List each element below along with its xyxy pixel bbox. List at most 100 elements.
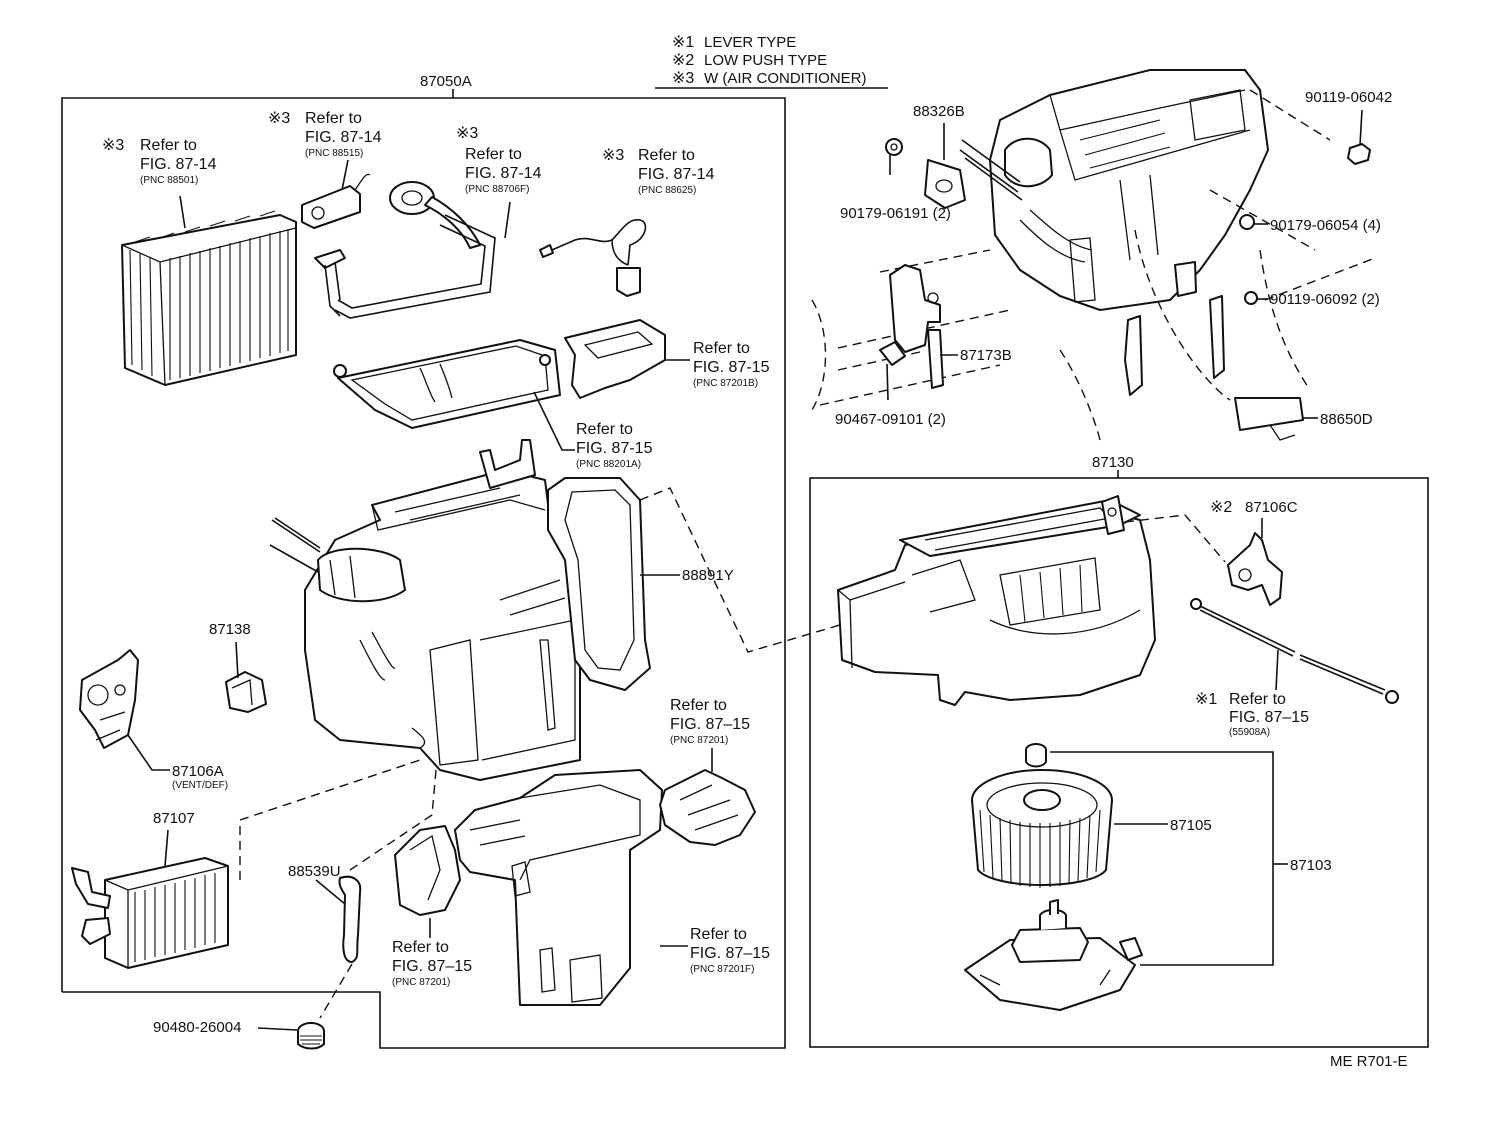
legend-mark-2: ※2 [672,52,694,69]
part-90480-26004: 90480-26004 [153,1019,241,1036]
callout-lower-case: Refer to FIG. 87-15 (PNC 88201A) [576,421,653,470]
callout-evaporator-fig: FIG. 87-14 [140,156,217,173]
top-cover-drawing [564,319,690,399]
legend-text-3: W (AIR CONDITIONER) [704,70,867,87]
heater-core-drawing [71,829,229,969]
legend-text-2: LOW PUSH TYPE [704,52,827,69]
callout-tube: ※3 Refer to FIG. 87-14 (PNC 88706F) [456,125,542,195]
callout-duct-left-refer: Refer to [392,939,449,956]
blower-unit-number: 87130 [1092,454,1134,471]
callout-duct-left: Refer to FIG. 87–15 (PNC 87201) [392,939,472,988]
fasteners-drawing [879,109,1371,441]
callout-duct-bottom-refer: Refer to [690,926,747,943]
callout-lower-case-pnc: (PNC 88201A) [576,459,641,470]
part-88891Y: 88891Y [682,567,734,584]
part-90467-09101: 90467-09101 (2) [835,411,946,428]
blower-unit-frame: 87130 [809,454,1429,1048]
callout-cable-fig: FIG. 87–15 [1229,709,1309,726]
expansion-valve-drawing [301,159,371,229]
callout-top-cover: Refer to FIG. 87-15 (PNC 87201B) [693,340,770,389]
control-cable-drawing [1190,598,1399,704]
callout-evaporator-pnc: (PNC 88501) [140,175,198,186]
part-88326B: 88326B [913,103,965,120]
callout-thermistor-mark: ※3 [602,147,624,164]
callout-tube-refer: Refer to [465,146,522,163]
callout-duct-bottom-pnc: (PNC 87201F) [690,964,754,975]
part-90119-06042: 90119-06042 [1305,89,1392,106]
dash-heater-core [239,759,421,880]
part-90179-06054: 90179-06054 (4) [1270,217,1381,234]
seal-88891Y-drawing [547,477,841,691]
dash-88539U [349,769,437,871]
callout-top-cover-refer: Refer to [693,340,750,357]
plug-90480-drawing [297,1022,325,1050]
part-87138: 87138 [209,621,251,638]
part-87138-drawing [225,671,267,713]
part-87106A-drawing [79,649,170,771]
part-88650D: 88650D [1320,411,1373,428]
callout-cable-refer: Refer to [1229,691,1286,708]
duct-right-drawing [659,748,756,846]
dash-90480 [319,963,353,1019]
part-87106C-mark: ※2 [1210,499,1232,516]
part-87106C-drawing [1227,518,1283,606]
callout-thermistor-refer: Refer to [638,147,695,164]
callout-duct-bottom: Refer to FIG. 87–15 (PNC 87201F) [690,926,770,975]
callout-tube-pnc: (PNC 88706F) [465,184,529,195]
callout-duct-right-fig: FIG. 87–15 [670,716,750,733]
callout-tube-fig: FIG. 87-14 [465,165,542,182]
part-87106A-note: (VENT/DEF) [172,780,228,791]
part-87106A: 87106A [172,763,224,780]
bracket-87103 [1050,751,1288,966]
heater-case-drawing [269,439,581,781]
legend-mark-3: ※3 [672,70,694,87]
legend: ※1 LEVER TYPE ※2 LOW PUSH TYPE ※3 W (AIR… [655,34,888,89]
part-87103: 87103 [1290,857,1332,874]
callout-exp-valve-mark: ※3 [268,110,290,127]
callout-thermistor: ※3 Refer to FIG. 87-14 (PNC 88625) [602,147,715,196]
callout-thermistor-fig: FIG. 87-14 [638,166,715,183]
callout-thermistor-pnc: (PNC 88625) [638,185,696,196]
blower-motor-drawing [964,899,1143,1011]
thermistor-drawing [539,219,647,297]
duct-left-drawing [394,825,461,938]
callout-lower-case-refer: Refer to [576,421,633,438]
callout-cable: ※1 Refer to FIG. 87–15 (55908A) [1195,691,1309,738]
part-87107: 87107 [153,810,195,827]
part-87173B: 87173B [960,347,1012,364]
part-87105: 87105 [1170,817,1212,834]
part-90179-06191: 90179-06191 (2) [840,205,951,222]
heater-unit-frame: 87050A [61,73,786,1049]
callout-evaporator: ※3 Refer to FIG. 87-14 (PNC 88501) [102,137,217,186]
legend-mark-1: ※1 [672,34,694,51]
callout-exp-valve-fig: FIG. 87-14 [305,129,382,146]
duct-main-drawing [454,769,663,1006]
callout-cable-pnc: (55908A) [1229,727,1270,738]
part-87106C: 87106C [1245,499,1298,516]
callout-top-cover-pnc: (PNC 87201B) [693,378,758,389]
callout-duct-right-refer: Refer to [670,697,727,714]
callout-evaporator-mark: ※3 [102,137,124,154]
callout-duct-right-pnc: (PNC 87201) [670,735,728,746]
callout-exp-valve: ※3 Refer to FIG. 87-14 (PNC 88515) [268,110,382,159]
blower-housing-drawing [837,495,1226,706]
tube-drawing [314,181,511,319]
callout-lower-case-fig: FIG. 87-15 [576,440,653,457]
callout-duct-left-pnc: (PNC 87201) [392,977,450,988]
tray-drawing [333,339,575,451]
part-88539U: 88539U [288,863,341,880]
heater-unit-number: 87050A [420,73,472,90]
callout-duct-right: Refer to FIG. 87–15 (PNC 87201) [670,697,750,746]
part-88539U-drawing [315,875,362,963]
part-90119-06092: 90119-06092 (2) [1270,291,1380,308]
callout-duct-left-fig: FIG. 87–15 [392,958,472,975]
callout-duct-bottom-fig: FIG. 87–15 [690,945,770,962]
callout-exp-valve-pnc: (PNC 88515) [305,148,363,159]
callout-exp-valve-refer: Refer to [305,110,362,127]
evaporator-drawing [121,195,297,386]
diagram-code: ME R701-E [1330,1053,1408,1070]
callout-top-cover-fig: FIG. 87-15 [693,359,770,376]
legend-text-1: LEVER TYPE [704,34,796,51]
callout-tube-mark: ※3 [456,125,478,142]
